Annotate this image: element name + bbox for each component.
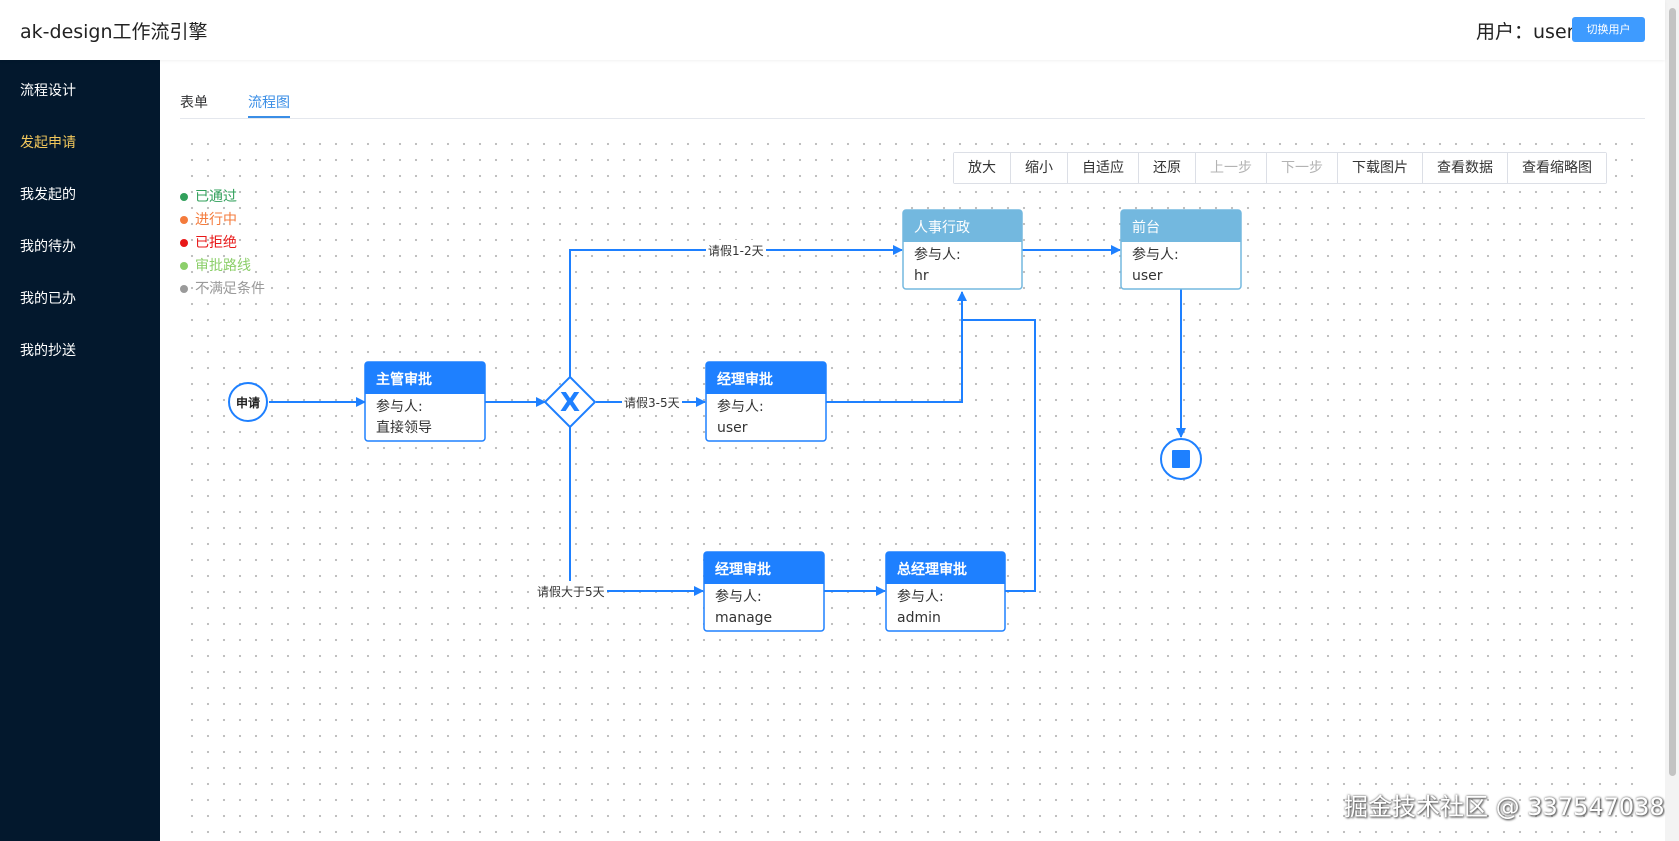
stop-square-icon [1172,450,1190,468]
legend-label: 已通过 [195,189,237,205]
node-title: 总经理审批 [897,561,967,578]
node-supervisor-approval[interactable]: 主管审批 参与人: 直接领导 [364,361,486,442]
end-node[interactable] [1160,438,1202,480]
legend-label: 不满足条件 [195,281,265,297]
sidebar-item-start-request[interactable]: 发起申请 [20,135,76,151]
gateway-x-icon: X [560,388,580,418]
edge-label-over-5-days: 请假大于5天 [537,585,605,599]
node-title: 前台 [1132,219,1160,236]
legend-label: 进行中 [195,212,237,228]
node-hr-admin[interactable]: 人事行政 参与人: hr [902,209,1023,290]
fit-view-button[interactable]: 自适应 [1068,153,1139,183]
node-participant: admin [897,610,941,626]
legend-dot [180,262,188,270]
node-title: 经理审批 [717,371,773,388]
node-participant-label: 参与人: [715,588,762,605]
tab-flowchart[interactable]: 流程图 [248,95,290,111]
app-title: ak-design工作流引擎 [20,21,208,43]
canvas-toolbar: 放大 缩小 自适应 还原 上一步 下一步 下载图片 查看数据 查看缩略图 [953,152,1607,184]
legend-item-in-progress: 进行中 [180,209,265,232]
legend-dot [180,285,188,293]
legend-label: 已拒绝 [195,235,237,251]
node-participant-label: 参与人: [897,588,944,605]
sidebar-item-my-todo[interactable]: 我的待办 [20,239,76,255]
start-node[interactable]: 申请 [228,382,268,422]
edge-gateway-to-manager-2[interactable] [569,427,704,596]
watermark: 掘金技术社区 @ 337547038 [1344,793,1665,821]
undo-button[interactable]: 上一步 [1196,153,1267,183]
start-node-label: 申请 [236,395,260,410]
status-legend: 已通过 进行中 已拒绝 审批路线 不满足条件 [180,186,265,301]
node-manager-approval-2[interactable]: 经理审批 参与人: manage [703,551,825,632]
reset-view-button[interactable]: 还原 [1139,153,1196,183]
sidebar-item-my-cc[interactable]: 我的抄送 [20,343,76,359]
edge-label-bg [622,392,682,412]
node-participant: user [717,420,748,436]
download-image-button[interactable]: 下载图片 [1338,153,1423,183]
sidebar-item-my-done[interactable]: 我的已办 [20,291,76,307]
node-manager-approval[interactable]: 经理审批 参与人: user [705,361,827,442]
node-participant: 直接领导 [376,419,432,436]
tab-form[interactable]: 表单 [180,95,208,111]
node-title: 人事行政 [914,220,970,236]
legend-label: 审批路线 [195,258,251,274]
redo-button[interactable]: 下一步 [1267,153,1338,183]
legend-dot [180,216,188,224]
legend-item-approval-route: 审批路线 [180,255,265,278]
tabs-divider [180,118,1645,119]
exclusive-gateway[interactable]: X [543,375,597,429]
sidebar-item-process-design[interactable]: 流程设计 [20,83,76,99]
app-header: ak-design工作流引擎 用户：user 切换用户 [0,0,1665,60]
legend-dot [180,239,188,247]
edge-gateway-to-hr[interactable] [569,245,903,377]
switch-user-button[interactable]: 切换用户 [1572,17,1645,42]
legend-item-condition-unmet: 不满足条件 [180,278,265,301]
legend-item-rejected: 已拒绝 [180,232,265,255]
edge-label-3-5-days: 请假3-5天 [624,396,680,410]
sidebar: 流程设计 发起申请 我发起的 我的待办 我的已办 我的抄送 [0,60,160,841]
node-title: 主管审批 [376,371,432,388]
node-title: 经理审批 [715,561,771,578]
edge-label-bg [535,581,607,601]
current-user-label: 用户：user [1476,21,1575,43]
node-participant-label: 参与人: [1132,246,1179,263]
edge-manager-to-hr[interactable] [826,291,967,403]
active-tab-indicator [248,116,290,118]
zoom-out-button[interactable]: 缩小 [1011,153,1068,183]
edge-gm-to-hr[interactable] [962,319,1036,592]
node-participant-label: 参与人: [914,246,961,263]
legend-dot [180,193,188,201]
view-data-button[interactable]: 查看数据 [1423,153,1508,183]
node-participant: user [1132,268,1163,284]
view-minimap-button[interactable]: 查看缩略图 [1508,153,1606,183]
node-participant-label: 参与人: [717,398,764,415]
edge-label-1-2-days: 请假1-2天 [708,244,764,258]
zoom-in-button[interactable]: 放大 [954,153,1011,183]
edge-label-bg [706,240,766,260]
node-participant: manage [715,610,772,626]
node-reception[interactable]: 前台 参与人: user [1120,209,1242,290]
page-scrollbar-thumb[interactable] [1669,8,1676,776]
node-participant: hr [914,268,929,284]
node-participant-label: 参与人: [376,398,423,415]
node-general-manager-approval[interactable]: 总经理审批 参与人: admin [885,551,1006,632]
sidebar-item-my-initiated[interactable]: 我发起的 [20,187,76,203]
legend-item-passed: 已通过 [180,186,265,209]
